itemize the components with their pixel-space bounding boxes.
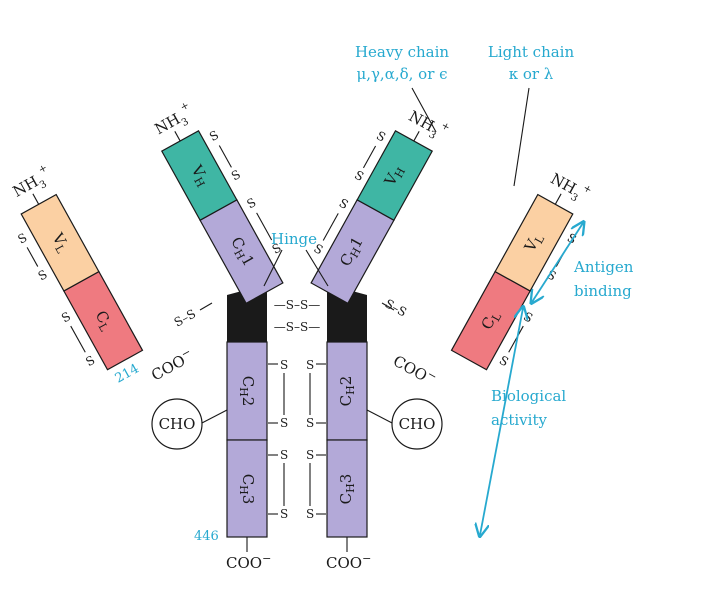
biological-activity-arrow [480,308,523,535]
domain-label-ch3-right: CH3 [337,474,357,505]
antigen-label-line1: Antigen [573,258,634,276]
domain-label-ch2-left: CH2 [237,376,257,407]
domain-label-ch1-right: CH1 [336,234,368,270]
hinge-disulfide-1: —S–S— [274,298,320,312]
residue-number-heavy: 446 [194,529,219,544]
svg-text:S: S [244,195,258,211]
svg-text:S: S [15,230,29,246]
svg-text:S: S [83,353,97,369]
light-chain-classes: κ or λ [509,65,554,83]
residue-number-light: 214 [113,361,142,386]
hinge-label: Hinge [271,230,317,248]
intrachain-s-ch2-right-top: S [306,358,314,372]
intrachain-s-ch3-left-bottom: S [280,507,288,521]
domain-ch2-left [226,341,268,441]
svg-text:S: S [374,128,388,144]
antigen-label-line2: binding [574,282,632,300]
intrachain-s-ch3-left-top: S [280,448,288,462]
carbohydrate-left [151,398,203,450]
svg-text:S: S [207,128,221,144]
svg-text:S: S [337,196,351,212]
svg-text:S: S [352,168,366,184]
fab-arm-left: CH1 VH S S S S NH3+ CL VL S S S S NH3 [10,100,284,386]
domain-ch3-right [326,439,368,538]
svg-text:S: S [229,167,243,183]
cho-label-right: CHO [399,415,436,433]
light-chain-title: Light chain [488,43,575,61]
interchain-ss-right: S–S [383,296,409,319]
intrachain-s-ch3-right-bottom: S [306,507,314,521]
annotations: Hinge Heavy chain μ,γ,α,δ, or ϵ Light ch… [263,43,634,535]
svg-text:S: S [59,309,73,325]
svg-text:S: S [36,267,50,283]
bio-label-line1: Biological [491,387,566,405]
hinge-disulfide-2: —S–S— [274,320,320,334]
cho-label-left: CHO [159,415,196,433]
intrachain-s-ch2-left-bottom: S [280,416,288,430]
intrachain-s-ch2-left-top: S [280,358,288,372]
interchain-ss-left: S–S [172,306,198,329]
svg-text:S: S [497,353,511,369]
intrachain-s-ch2-right-bottom: S [306,416,314,430]
domain-vh-right [356,129,434,222]
domain-ch3-left [226,439,268,538]
heavy-chain-classes: μ,γ,α,δ, or ϵ [356,65,447,83]
domain-ch2-right [326,341,368,441]
bio-label-line2: activity [491,411,547,429]
svg-text:S: S [521,309,535,325]
heavy-chain-title: Heavy chain [355,43,449,61]
fc-region: CH2 CH3 CH2 CH3 —S–S— —S–S— S S S S S S … [151,288,443,572]
coo-light-left: COO− [147,345,196,384]
intrachain-s-ch3-right-top: S [306,448,314,462]
coo-light-right: COO− [390,350,439,389]
antigen-binding-arrow [532,223,583,302]
domain-label-cl-left: CL [90,308,117,335]
domain-label-ch3-left: CH3 [237,474,257,505]
coo-heavy-left: COO− [226,552,271,572]
domain-label-ch2-right: CH2 [337,376,357,407]
carbohydrate-right [391,398,443,450]
coo-heavy-right: COO− [326,552,371,572]
